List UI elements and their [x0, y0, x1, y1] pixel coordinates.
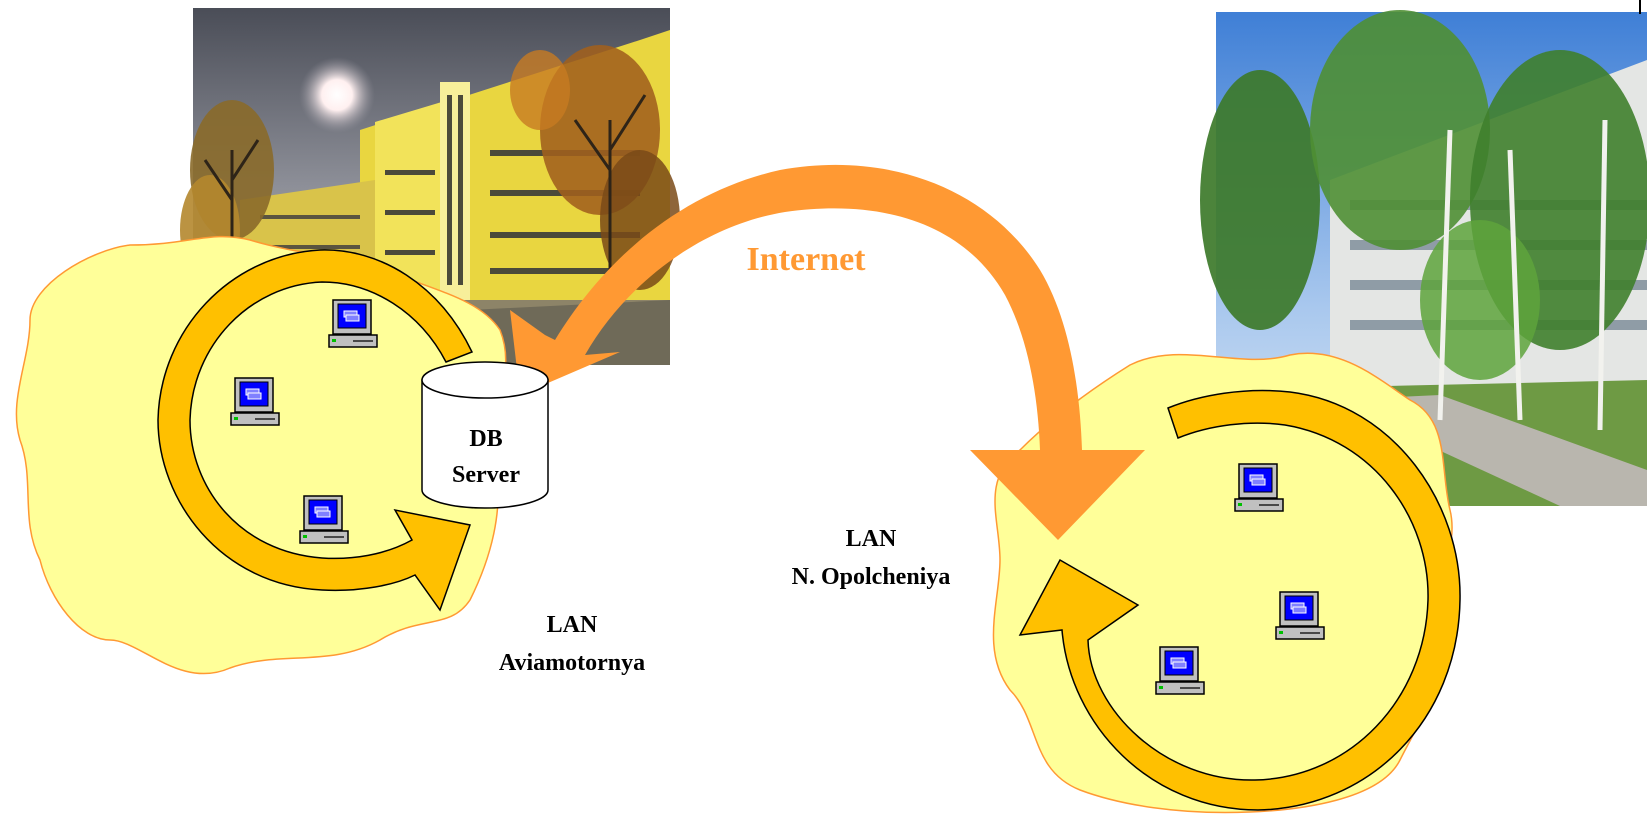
lan-left-label-line1: LAN	[547, 612, 598, 638]
lan-right-label-line2: N. Opolcheniya	[792, 564, 951, 590]
internet-arrow	[510, 164, 1145, 540]
computer-icon	[328, 299, 378, 348]
loop-arrow-left	[157, 249, 474, 612]
lan-right-label-line1: LAN	[846, 526, 897, 552]
computer-icon	[1275, 591, 1325, 640]
db-server-label-line2: Server	[452, 462, 520, 488]
computer-icon	[299, 495, 349, 544]
computer-icon	[1234, 463, 1284, 512]
computer-icon	[1155, 646, 1205, 695]
loop-arrow-right	[1018, 389, 1461, 811]
db-server-label-line1: DB	[469, 426, 502, 452]
database-cylinder-icon	[421, 361, 549, 509]
internet-label: Internet	[747, 241, 867, 278]
lan-left-label-line2: Aviamotornya	[499, 650, 645, 676]
computer-icon	[230, 377, 280, 426]
